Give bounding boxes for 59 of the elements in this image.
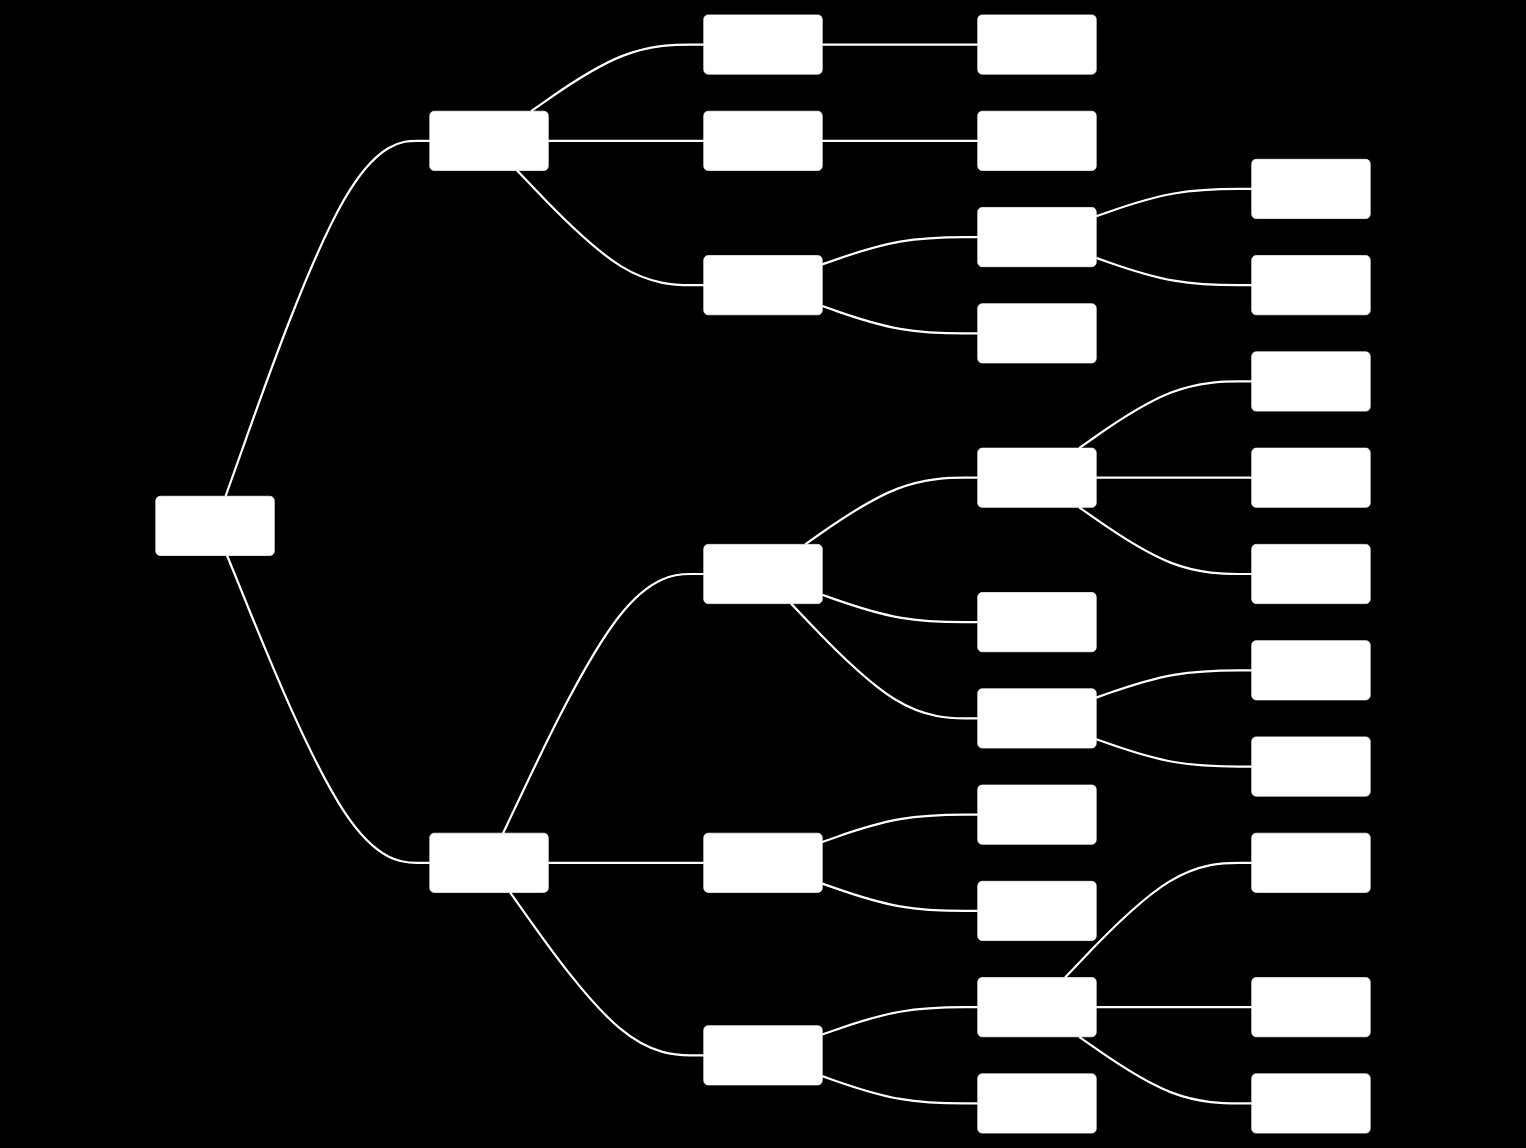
node-box xyxy=(1251,158,1371,219)
node-box xyxy=(703,1025,823,1086)
node-box xyxy=(977,880,1097,941)
connector xyxy=(1096,476,1252,479)
connector xyxy=(821,813,978,844)
connector xyxy=(822,139,978,142)
connector xyxy=(821,593,978,624)
connector xyxy=(1095,187,1252,218)
connector xyxy=(804,476,978,546)
node-box xyxy=(977,303,1097,364)
connector xyxy=(822,43,978,46)
node-box xyxy=(155,495,275,556)
node-box xyxy=(1251,832,1371,893)
node-box xyxy=(977,592,1097,653)
connector xyxy=(1095,669,1252,699)
node-box xyxy=(1251,255,1371,316)
node-box xyxy=(703,110,823,171)
connector xyxy=(821,1006,978,1036)
node-box xyxy=(977,447,1097,508)
connector xyxy=(821,882,978,913)
connector xyxy=(821,1075,978,1105)
node-box xyxy=(977,1073,1097,1134)
connector xyxy=(502,572,704,834)
connector xyxy=(516,169,704,287)
node-box xyxy=(977,14,1097,75)
connector xyxy=(226,555,430,864)
connector xyxy=(1064,861,1252,979)
node-box xyxy=(703,832,823,893)
node-box xyxy=(1251,736,1371,797)
connector xyxy=(548,139,704,142)
connector xyxy=(821,235,978,266)
node-box xyxy=(429,110,549,171)
node-box xyxy=(429,832,549,893)
node-box xyxy=(1251,351,1371,412)
connector xyxy=(509,891,704,1057)
connector xyxy=(1078,506,1252,576)
node-box xyxy=(1251,1073,1371,1134)
connector xyxy=(1078,380,1252,450)
connector xyxy=(1095,738,1252,768)
connector xyxy=(790,602,978,720)
node-box xyxy=(1251,544,1371,604)
node-box xyxy=(1251,640,1371,701)
node-box xyxy=(703,14,823,75)
node-box xyxy=(1251,977,1371,1038)
connector xyxy=(224,139,430,497)
node-box xyxy=(977,207,1097,268)
connector xyxy=(530,43,704,113)
connector xyxy=(548,861,704,864)
connector xyxy=(1078,1035,1252,1105)
node-box xyxy=(977,977,1097,1038)
node-box xyxy=(977,110,1097,171)
node-box xyxy=(977,784,1097,845)
node-box xyxy=(703,255,823,316)
connector xyxy=(1095,256,1252,287)
node-box xyxy=(703,544,823,604)
node-box xyxy=(977,688,1097,749)
connector xyxy=(1096,1006,1252,1009)
connector xyxy=(821,304,978,335)
node-box xyxy=(1251,447,1371,508)
